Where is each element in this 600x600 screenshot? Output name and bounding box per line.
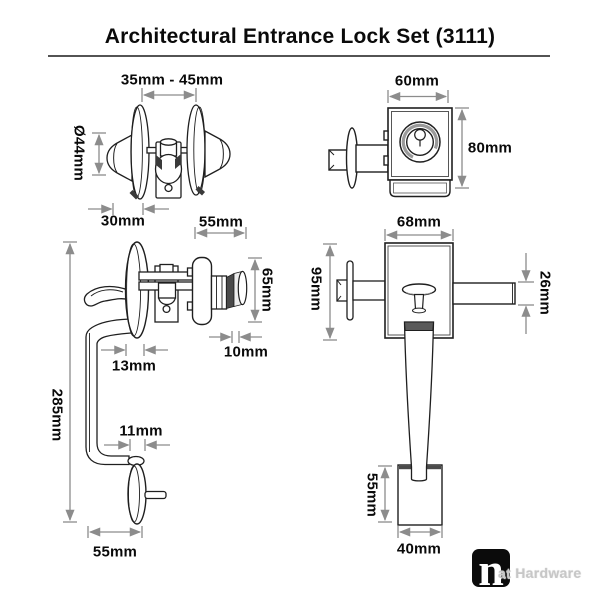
dim-label-cyl-assembly-width: 55mm bbox=[198, 213, 244, 231]
knob-side-view-drawing bbox=[88, 88, 231, 215]
knob-dimension-lines bbox=[88, 88, 197, 215]
brand-logo-text: at Hardware bbox=[498, 565, 582, 581]
lock-body-rear-drawing bbox=[328, 90, 469, 198]
handleset-side-dimension-lines bbox=[63, 227, 262, 538]
dim-label-lock-height: 80mm bbox=[467, 139, 513, 157]
dim-label-cyl-protrusion: 10mm bbox=[223, 343, 269, 361]
dim-label-plate-height: 95mm bbox=[307, 266, 325, 312]
handle-grip-front bbox=[403, 321, 435, 482]
left-rose bbox=[130, 104, 150, 200]
dim-label-plate-offset: 13mm bbox=[111, 357, 157, 375]
dim-label-lock-width: 60mm bbox=[394, 72, 440, 90]
handle-grip-side bbox=[85, 318, 133, 466]
latch-bar bbox=[452, 282, 516, 305]
dim-label-base-height: 55mm bbox=[363, 472, 381, 518]
brand-logo: n bbox=[472, 549, 510, 587]
handleset-side-view-drawing bbox=[63, 227, 262, 538]
dim-label-bar-height: 26mm bbox=[536, 270, 554, 316]
dim-label-base-rose-width: 55mm bbox=[92, 543, 138, 561]
dim-label-base-width: 40mm bbox=[396, 540, 442, 558]
mounting-bracket bbox=[389, 179, 451, 198]
handleset-front-view-drawing bbox=[323, 229, 534, 538]
dim-label-overall-height: 285mm bbox=[48, 388, 66, 442]
base-pin bbox=[144, 490, 167, 500]
handleset-front-dimension-lines bbox=[323, 229, 534, 538]
keyway bbox=[414, 128, 426, 141]
dim-label-grip-thickness: 11mm bbox=[119, 422, 163, 440]
lock-body-dimension-lines bbox=[387, 90, 469, 189]
dim-label-door-thickness: 35mm - 45mm bbox=[120, 71, 224, 89]
page-title: Architectural Entrance Lock Set (3111) bbox=[104, 25, 496, 48]
cylinder-rose-side bbox=[191, 256, 213, 326]
cylinder-head-side bbox=[237, 270, 248, 306]
right-knob bbox=[204, 129, 231, 179]
dim-label-cyl-height: 65mm bbox=[258, 267, 276, 313]
dim-label-plate-width: 68mm bbox=[396, 213, 442, 231]
left-knob bbox=[106, 133, 133, 183]
dim-label-knob-projection: 30mm bbox=[100, 212, 146, 230]
dim-label-rose-diameter: Ø44mm bbox=[70, 124, 88, 182]
thumb-lever bbox=[83, 285, 129, 307]
